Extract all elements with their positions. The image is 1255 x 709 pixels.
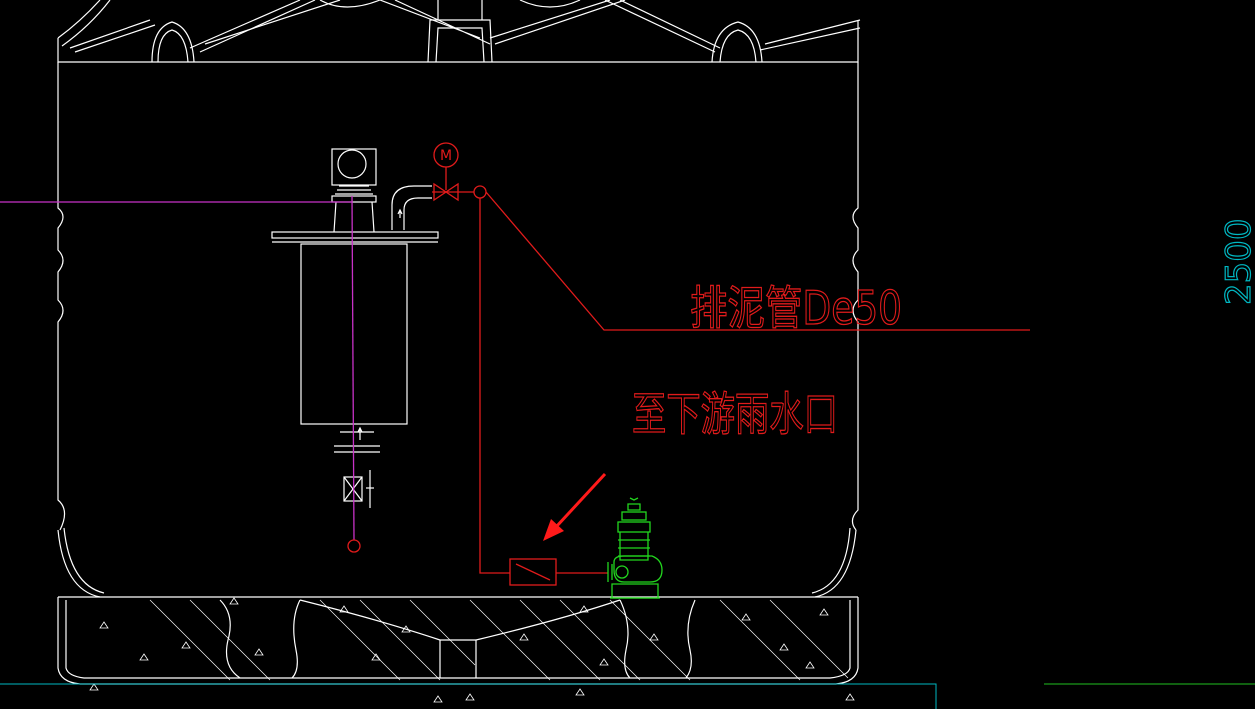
ground-line — [0, 683, 1255, 709]
purple-pipe-end — [347, 539, 361, 553]
pointer-arrow-icon — [543, 472, 607, 541]
meter-icon — [509, 558, 557, 586]
sludge-pipe — [432, 191, 1030, 574]
filter-tank-icon — [271, 148, 439, 453]
tank-structure — [57, 0, 861, 685]
slab-aggregate — [89, 597, 855, 703]
dimension-label: 2500 — [1219, 218, 1255, 305]
motor-symbol: M — [440, 148, 452, 164]
slab-hatch — [149, 599, 849, 681]
valve-icon — [343, 470, 374, 508]
motor-valve-icon — [433, 142, 459, 202]
pump-icon — [607, 497, 663, 599]
sludge-pipe-label: 排泥管De50 — [690, 281, 902, 335]
pipe-node — [473, 185, 487, 199]
purple-pipe — [0, 195, 355, 541]
outlet-destination-label: 至下游雨水口 — [632, 387, 838, 441]
